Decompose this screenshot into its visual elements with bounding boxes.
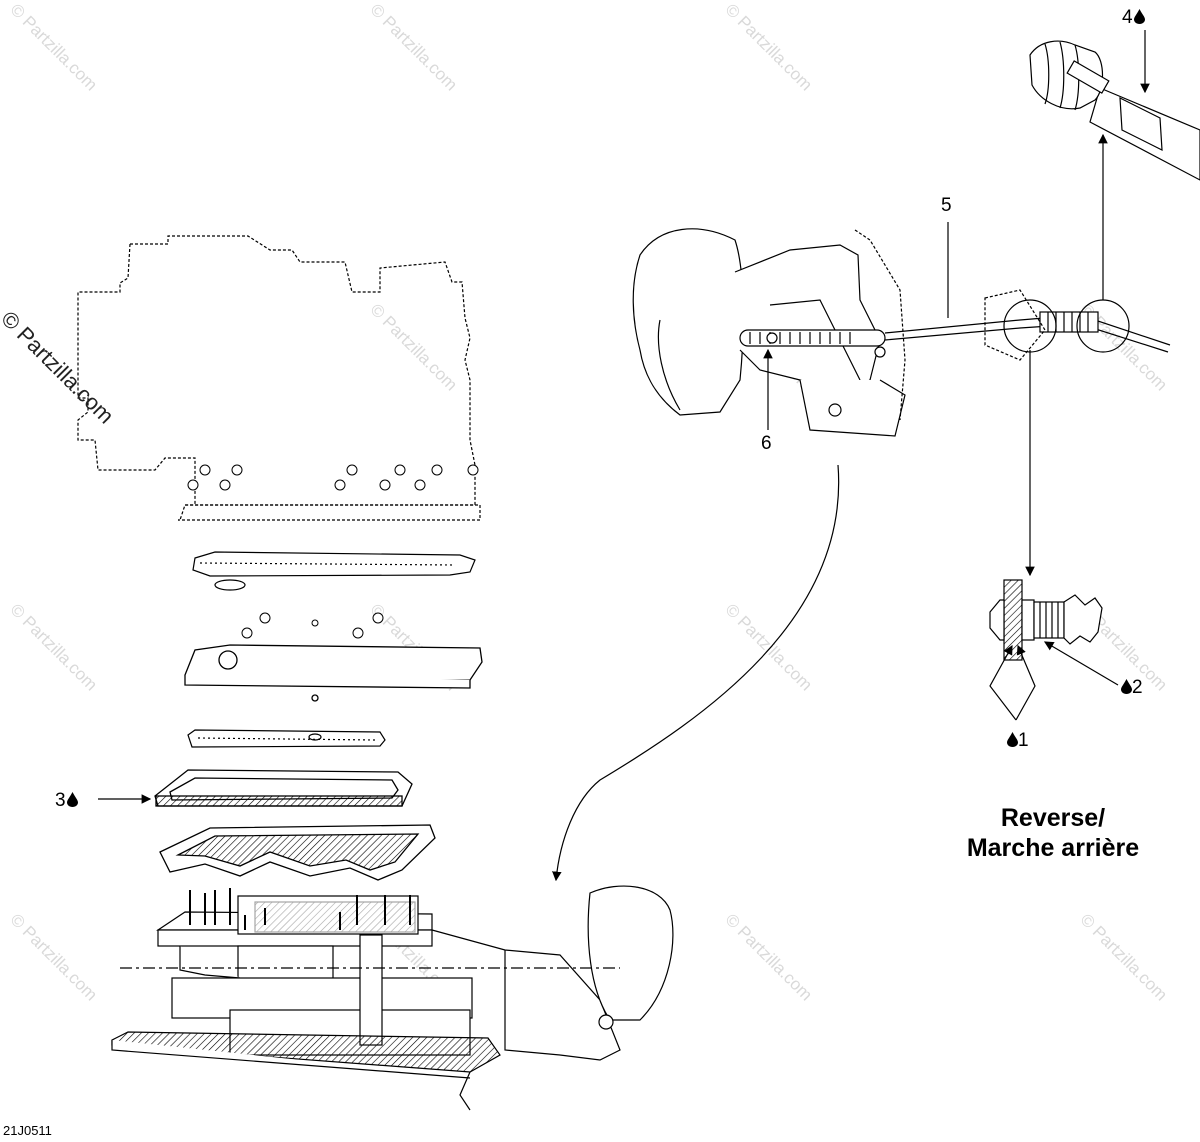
engine-nuts [187,464,479,491]
callout-number: 1 [1018,730,1029,751]
sealing-frame [154,769,413,807]
hull-cutaway-plate [159,824,436,881]
callout-number: 2 [1132,677,1143,698]
title-line-2: Marche arrière [966,834,1140,862]
gasket-upper [192,551,476,591]
gasket-lower [187,729,386,748]
callout-2: 2 [1120,678,1143,697]
callout-5: 5 [941,195,952,216]
bulkhead-fitting-detail [989,579,1103,661]
title-line-1: Reverse/ [1000,804,1106,832]
oil-drop-icon [66,792,78,807]
diagram-code: 21J0511 [3,1123,52,1138]
jet-pump-assembly [111,885,674,1111]
oil-drop-icon [1121,679,1132,694]
callout-number: 4 [1122,7,1133,28]
leader-lines [98,30,1150,882]
pump-studs [189,888,411,930]
diagram-title: Reverse/ Marche arrière [933,803,1173,863]
callout-3: 3 [55,791,78,810]
callout-number: 3 [55,790,66,811]
cable-boot-detail [1029,40,1200,181]
oil-drop-icon [1133,9,1145,24]
reverse-gate-assembly [632,228,906,437]
engine-outline [77,235,481,521]
plate-nuts [241,612,384,639]
oil-drop-icon [1007,732,1018,747]
callout-1: 1 [1006,731,1029,750]
adapter-plate [184,644,483,702]
callout-6: 6 [761,433,772,454]
callout-4: 4 [1122,8,1145,27]
